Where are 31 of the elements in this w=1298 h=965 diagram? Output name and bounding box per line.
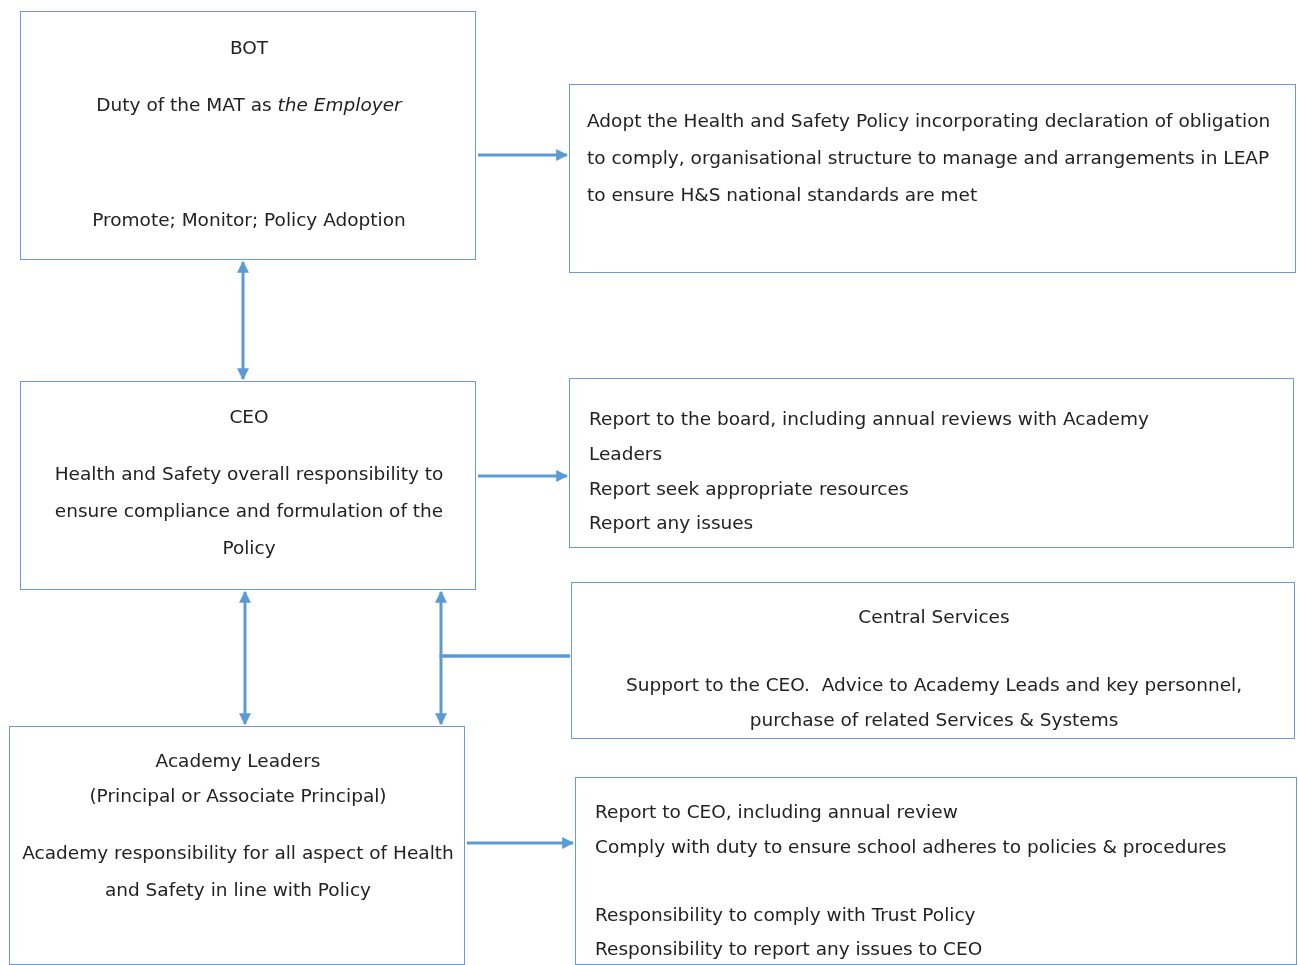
text-box xyxy=(575,777,1297,965)
arrow xyxy=(478,149,569,161)
box-text: Responsibility to report any issues to CEO xyxy=(595,937,984,961)
box-text: Responsibility to comply with Trust Policy xyxy=(595,903,977,927)
box-text: Report any issues xyxy=(589,511,755,535)
box-text: Report to CEO, including annual review xyxy=(595,800,959,824)
box-text: Report seek appropriate resources xyxy=(589,477,910,501)
box-text: Support to the CEO. Advice to Academy Leads and key personnel, purchase of related Services & Systems xyxy=(624,673,1244,732)
box-text: Report to the board, including annual reviews with Academy Leaders xyxy=(589,407,1149,466)
box-text: Promote; Monitor; Policy Adoption xyxy=(91,208,407,232)
arrow xyxy=(237,260,249,381)
text-box xyxy=(9,726,465,965)
arrow xyxy=(239,590,251,726)
box-text: Health and Safety overall responsibility to ensure compliance and formulation of the Policy xyxy=(53,462,445,560)
box-text: Academy Leaders xyxy=(154,749,322,773)
box-text: CEO xyxy=(228,405,270,429)
box-text: Adopt the Health and Safety Policy incorporating declaration of obligation to comply, organisational structure to manage and arrangements in LEAP to ensure H&S national standards are met xyxy=(587,109,1272,207)
text-box xyxy=(20,381,476,590)
box-text: Comply with duty to ensure school adheres to policies & procedures xyxy=(595,835,1228,859)
arrow xyxy=(478,470,569,482)
box-text: (Principal or Associate Principal) xyxy=(88,784,388,808)
arrow xyxy=(467,837,575,849)
text-box xyxy=(20,11,476,260)
text-box xyxy=(569,378,1294,548)
box-text: BOT xyxy=(228,36,270,60)
box-text: Academy responsibility for all aspect of Health and Safety in line with Policy xyxy=(21,841,455,902)
arrow xyxy=(435,654,570,726)
box-text: Central Services xyxy=(857,605,1011,629)
text-box xyxy=(571,582,1295,739)
box-text: Duty of the MAT as the Employer xyxy=(95,93,404,117)
text-box xyxy=(569,84,1296,273)
